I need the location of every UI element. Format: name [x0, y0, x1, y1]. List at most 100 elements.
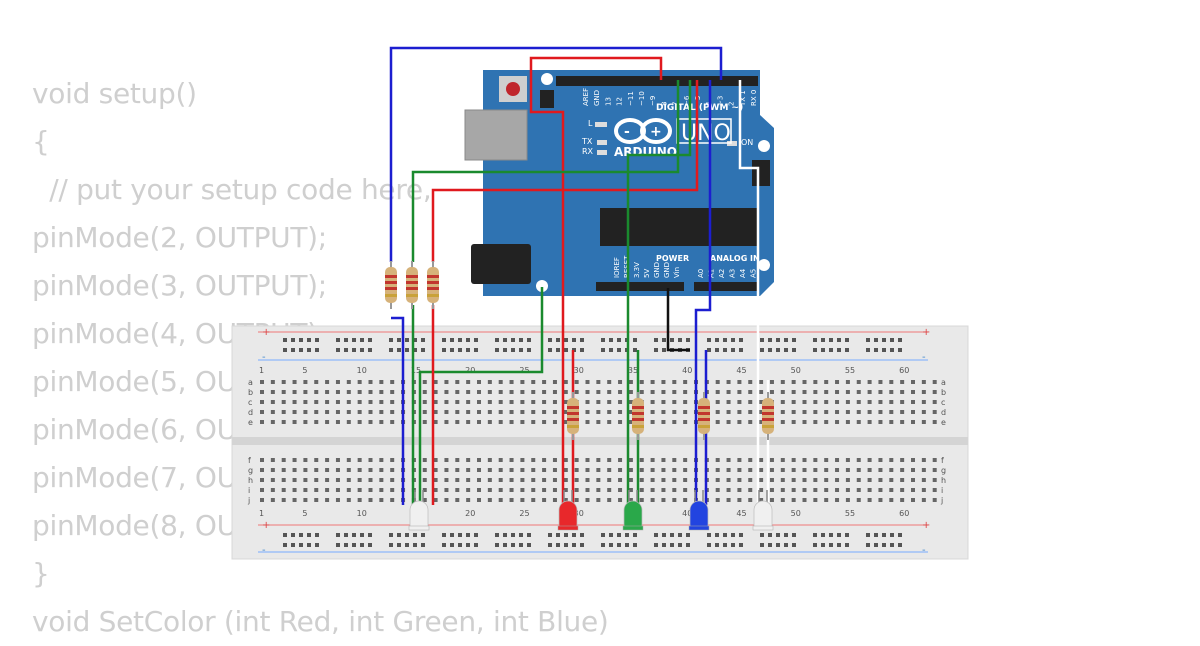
breadboard-hole[interactable]: [845, 400, 850, 404]
breadboard-hole[interactable]: [889, 410, 894, 414]
rail-hole[interactable]: [556, 543, 560, 547]
breadboard-hole[interactable]: [346, 488, 351, 492]
breadboard-hole[interactable]: [683, 478, 688, 482]
rail-hole[interactable]: [474, 543, 478, 547]
breadboard-hole[interactable]: [368, 400, 373, 404]
breadboard-hole[interactable]: [303, 488, 308, 492]
rail-hole[interactable]: [813, 543, 817, 547]
breadboard-hole[interactable]: [357, 458, 362, 462]
breadboard-hole[interactable]: [270, 400, 275, 404]
rail-hole[interactable]: [784, 338, 788, 342]
rail-hole[interactable]: [368, 348, 372, 352]
breadboard-hole[interactable]: [292, 468, 297, 472]
rail-hole[interactable]: [670, 533, 674, 537]
breadboard-hole[interactable]: [911, 380, 915, 384]
breadboard-hole[interactable]: [618, 380, 623, 384]
breadboard-hole[interactable]: [878, 410, 883, 414]
rail-hole[interactable]: [556, 348, 560, 352]
breadboard-hole[interactable]: [856, 420, 861, 424]
breadboard-hole[interactable]: [889, 400, 894, 404]
rail-hole[interactable]: [686, 543, 690, 547]
breadboard-hole[interactable]: [889, 468, 894, 472]
rail-hole[interactable]: [813, 348, 817, 352]
rail-hole[interactable]: [662, 338, 666, 342]
breadboard-hole[interactable]: [531, 498, 536, 502]
breadboard-hole[interactable]: [791, 488, 796, 492]
breadboard-hole[interactable]: [314, 420, 319, 424]
breadboard-hole[interactable]: [672, 468, 677, 472]
breadboard-hole[interactable]: [325, 468, 330, 472]
rail-hole[interactable]: [617, 533, 621, 537]
rail-hole[interactable]: [845, 338, 849, 342]
breadboard-hole[interactable]: [368, 380, 373, 384]
breadboard-hole[interactable]: [748, 478, 753, 482]
breadboard-hole[interactable]: [780, 400, 785, 404]
rail-hole[interactable]: [792, 533, 796, 537]
rail-hole[interactable]: [898, 348, 902, 352]
breadboard-hole[interactable]: [878, 498, 883, 502]
breadboard-hole[interactable]: [780, 380, 785, 384]
led[interactable]: [557, 490, 579, 531]
breadboard-hole[interactable]: [260, 410, 264, 414]
breadboard-hole[interactable]: [390, 478, 395, 482]
resistor[interactable]: [632, 392, 644, 440]
breadboard-hole[interactable]: [737, 380, 742, 384]
breadboard-hole[interactable]: [314, 498, 319, 502]
breadboard-hole[interactable]: [683, 400, 688, 404]
breadboard-hole[interactable]: [596, 390, 601, 394]
breadboard-hole[interactable]: [498, 478, 503, 482]
rail-hole[interactable]: [776, 543, 780, 547]
breadboard-hole[interactable]: [314, 380, 319, 384]
breadboard-hole[interactable]: [574, 488, 579, 492]
rail-hole[interactable]: [352, 543, 356, 547]
breadboard-hole[interactable]: [726, 390, 731, 394]
breadboard-hole[interactable]: [856, 468, 861, 472]
breadboard-hole[interactable]: [737, 410, 742, 414]
rail-hole[interactable]: [344, 338, 348, 342]
breadboard-hole[interactable]: [867, 410, 872, 414]
breadboard-hole[interactable]: [477, 458, 481, 462]
rail-hole[interactable]: [617, 338, 621, 342]
breadboard-hole[interactable]: [791, 400, 796, 404]
breadboard-hole[interactable]: [563, 468, 568, 472]
breadboard-hole[interactable]: [422, 488, 427, 492]
breadboard-hole[interactable]: [715, 380, 720, 384]
rail-hole[interactable]: [723, 543, 727, 547]
breadboard-hole[interactable]: [542, 420, 547, 424]
breadboard-hole[interactable]: [845, 380, 850, 384]
breadboard-hole[interactable]: [650, 390, 655, 394]
rail-hole[interactable]: [291, 338, 295, 342]
breadboard-hole[interactable]: [759, 400, 764, 404]
breadboard-hole[interactable]: [335, 468, 340, 472]
breadboard-hole[interactable]: [368, 410, 373, 414]
breadboard-hole[interactable]: [585, 420, 590, 424]
breadboard-hole[interactable]: [281, 380, 286, 384]
breadboard-hole[interactable]: [455, 400, 460, 404]
breadboard-hole[interactable]: [325, 390, 330, 394]
breadboard-hole[interactable]: [487, 390, 492, 394]
breadboard-hole[interactable]: [607, 458, 612, 462]
rail-hole[interactable]: [686, 338, 690, 342]
breadboard-hole[interactable]: [683, 498, 688, 502]
breadboard-hole[interactable]: [346, 410, 351, 414]
breadboard-hole[interactable]: [292, 458, 297, 462]
breadboard-hole[interactable]: [433, 380, 438, 384]
breadboard-hole[interactable]: [335, 478, 340, 482]
breadboard-hole[interactable]: [835, 380, 840, 384]
resistor[interactable]: [385, 261, 397, 309]
breadboard-hole[interactable]: [932, 410, 937, 414]
breadboard-hole[interactable]: [715, 420, 720, 424]
breadboard-hole[interactable]: [531, 380, 536, 384]
breadboard-hole[interactable]: [422, 400, 427, 404]
breadboard-hole[interactable]: [585, 410, 590, 414]
breadboard-hole[interactable]: [791, 390, 796, 394]
breadboard-hole[interactable]: [596, 498, 601, 502]
rail-hole[interactable]: [760, 338, 764, 342]
breadboard-hole[interactable]: [314, 458, 319, 462]
breadboard-hole[interactable]: [531, 390, 536, 394]
breadboard-hole[interactable]: [672, 400, 677, 404]
rail-hole[interactable]: [601, 543, 605, 547]
breadboard-hole[interactable]: [314, 410, 319, 414]
breadboard-hole[interactable]: [607, 380, 612, 384]
rail-hole[interactable]: [397, 338, 401, 342]
